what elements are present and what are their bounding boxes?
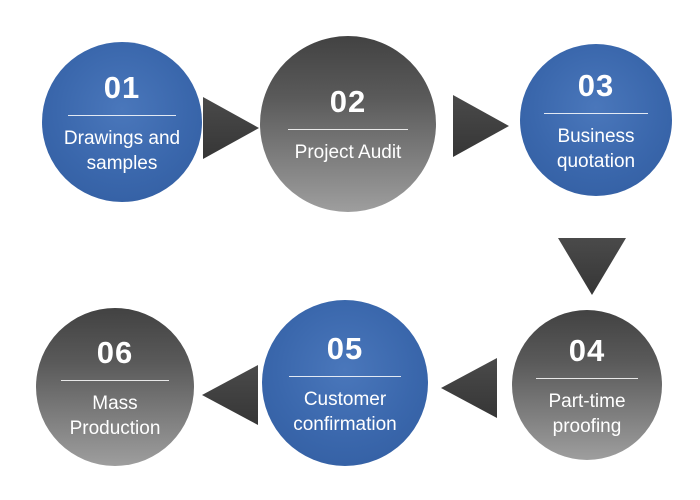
arrow-left-icon [202,365,258,425]
step-number: 04 [568,332,606,368]
step-divider [288,375,402,377]
step-number: 06 [96,334,134,370]
arrow-right-icon [453,95,509,157]
step-label: Customer confirmation [293,388,397,435]
step-number: 02 [329,84,367,120]
step-divider [67,114,177,116]
process-step-03: 03 Business quotation [520,44,672,196]
process-step-01: 01 Drawings and samples [42,42,202,202]
step-label: Part-time proofing [548,390,626,437]
step-label: Business quotation [556,125,636,172]
step-label: Project Audit [294,142,402,164]
process-step-04: 04 Part-time proofing [512,310,662,460]
step-divider [288,129,408,131]
process-step-02: 02 Project Audit [260,36,436,212]
process-step-05: 05 Customer confirmation [262,300,428,466]
arrow-down-icon [558,238,626,295]
step-number: 01 [103,69,141,105]
step-divider [61,379,169,381]
step-label: Mass Production [69,392,161,439]
arrow-left-icon [441,358,497,418]
step-number: 05 [326,330,364,366]
process-step-06: 06 Mass Production [36,308,194,466]
step-number: 03 [577,67,615,103]
arrow-right-icon [203,97,259,159]
step-label: Drawings and samples [63,127,181,174]
step-divider [536,377,638,379]
step-divider [544,112,648,114]
